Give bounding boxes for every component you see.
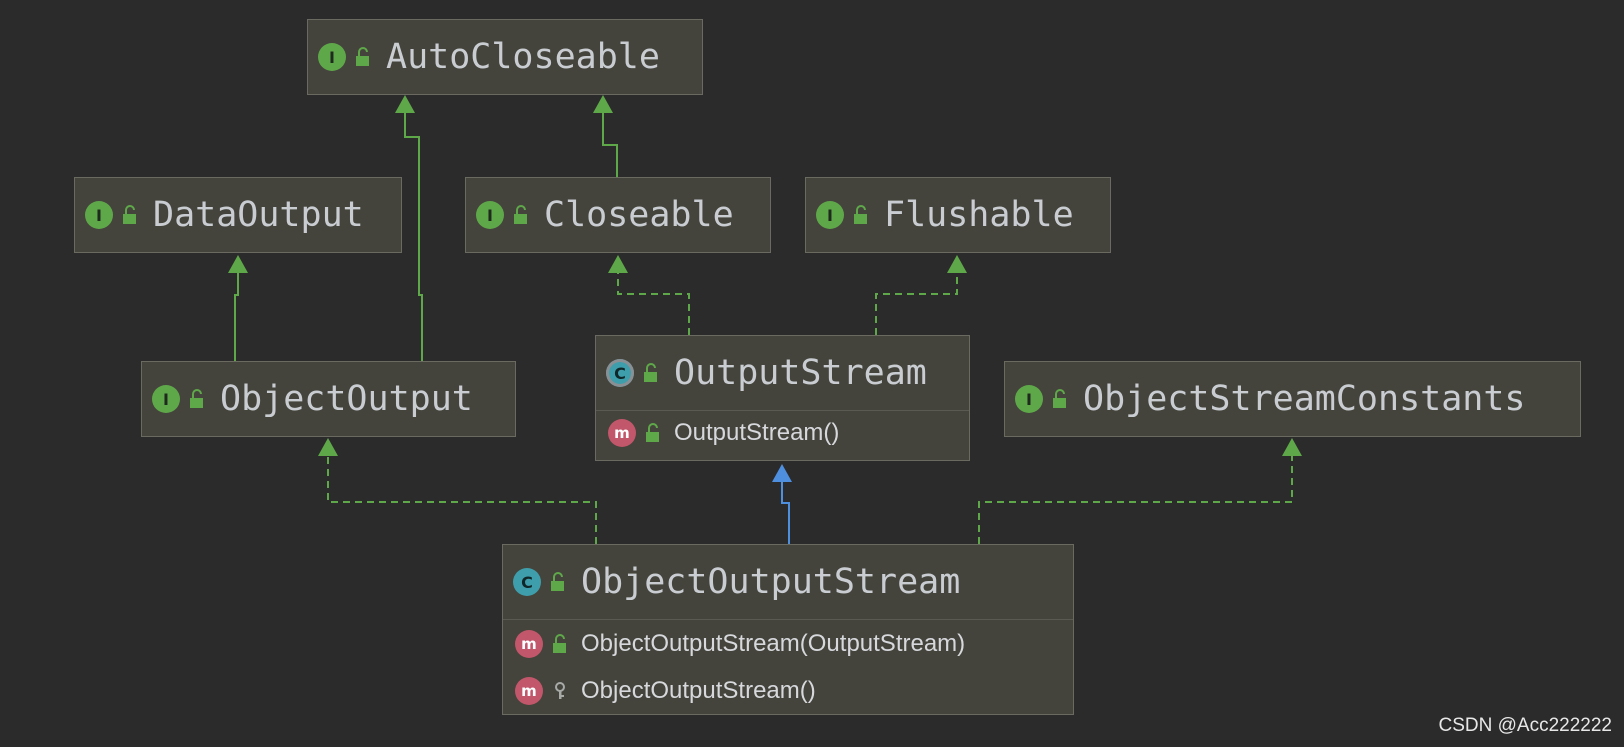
edge-outputstream-flushable (875, 255, 967, 335)
node-objectoutputstream[interactable]: C ObjectOutputStream m ObjectOutputStrea… (502, 544, 1074, 715)
node-title: AutoCloseable (386, 37, 660, 77)
method-label: ObjectOutputStream(OutputStream) (581, 630, 966, 657)
public-lock-icon (354, 47, 372, 67)
abstract-class-icon: C (606, 359, 634, 387)
interface-icon: I (816, 201, 844, 229)
public-lock-icon (1051, 389, 1069, 409)
public-lock-icon (188, 389, 206, 409)
edge-objectoutput-dataoutput (228, 255, 248, 361)
method-row[interactable]: m ObjectOutputStream(OutputStream) (503, 620, 1073, 668)
node-title: ObjectStreamConstants (1083, 379, 1526, 419)
node-dataoutput[interactable]: I DataOutput (74, 177, 402, 253)
public-lock-icon (121, 205, 139, 225)
node-objectstreamconstants[interactable]: I ObjectStreamConstants (1004, 361, 1581, 437)
public-lock-icon (852, 205, 870, 225)
node-header: I AutoCloseable (308, 20, 702, 94)
public-lock-icon (642, 363, 660, 383)
method-icon: m (608, 419, 636, 447)
edge-oos-objectstreamconstants (978, 438, 1302, 544)
node-flushable[interactable]: I Flushable (805, 177, 1111, 253)
edge-oos-outputstream (772, 464, 792, 544)
method-icon: m (515, 677, 543, 705)
public-lock-icon (512, 205, 530, 225)
node-header: I ObjectOutput (142, 362, 515, 436)
interface-icon: I (318, 43, 346, 71)
node-header: I Flushable (806, 178, 1110, 252)
node-header: I ObjectStreamConstants (1005, 362, 1580, 436)
public-lock-icon (644, 423, 662, 443)
edge-oos-objectoutput (318, 438, 597, 544)
interface-icon: I (85, 201, 113, 229)
interface-icon: I (152, 385, 180, 413)
class-icon: C (513, 568, 541, 596)
public-lock-icon (551, 634, 569, 654)
node-autocloseable[interactable]: I AutoCloseable (307, 19, 703, 95)
node-outputstream[interactable]: C OutputStream m OutputStream() (595, 335, 970, 461)
edge-objectoutput-autocloseable (395, 95, 423, 361)
node-title: ObjectOutput (220, 379, 473, 419)
method-label: ObjectOutputStream() (581, 677, 816, 704)
interface-icon: I (1015, 385, 1043, 413)
node-header: I Closeable (466, 178, 770, 252)
node-title: DataOutput (153, 195, 364, 235)
node-closeable[interactable]: I Closeable (465, 177, 771, 253)
node-title: Flushable (884, 195, 1074, 235)
edge-outputstream-closeable (608, 255, 690, 335)
method-row[interactable]: m ObjectOutputStream() (503, 668, 1073, 714)
divider (503, 619, 1073, 620)
node-header: C ObjectOutputStream (503, 545, 1073, 619)
method-icon: m (515, 630, 543, 658)
node-title: Closeable (544, 195, 734, 235)
watermark: CSDN @Acc222222 (1438, 715, 1612, 736)
protected-key-icon (551, 681, 569, 701)
public-lock-icon (549, 572, 567, 592)
method-row[interactable]: m OutputStream() (596, 411, 969, 455)
interface-icon: I (476, 201, 504, 229)
node-title: ObjectOutputStream (581, 562, 961, 602)
node-header: C OutputStream (596, 336, 969, 410)
node-title: OutputStream (674, 353, 927, 393)
node-objectoutput[interactable]: I ObjectOutput (141, 361, 516, 437)
edge-closeable-autocloseable (593, 95, 618, 177)
node-header: I DataOutput (75, 178, 401, 252)
method-label: OutputStream() (674, 419, 840, 446)
divider (596, 410, 969, 411)
